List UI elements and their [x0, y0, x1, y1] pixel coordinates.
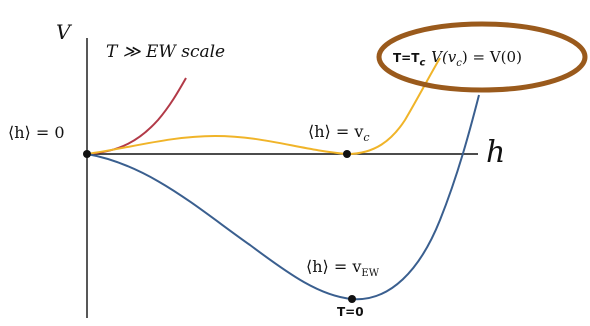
degeneracy-condition: V(vc) = V(0): [431, 48, 522, 69]
v-axis-label: V: [56, 20, 71, 44]
high-temp-label: T ≫ EW scale: [106, 42, 226, 62]
highlight-ellipse: [376, 21, 588, 93]
critical-minimum-dot: [343, 150, 351, 158]
zero-temp-curve: [86, 94, 480, 301]
critical-vev-label: ⟨h⟩ = vc: [308, 122, 370, 145]
ew-vev-label: ⟨h⟩ = vEW: [306, 257, 379, 280]
ew-minimum-dot: [348, 295, 356, 303]
origin-minimum-dot: [83, 150, 91, 158]
critical-temp-curve: [86, 57, 441, 156]
high-temp-curve: [86, 77, 187, 155]
origin-vev-label: ⟨h⟩ = 0: [8, 123, 65, 142]
h-axis-label: h: [486, 135, 506, 170]
degeneracy-label-group: T=Tc V(vc) = V(0): [393, 48, 522, 69]
zero-temp-label: T=0: [337, 305, 364, 319]
critical-temp-label: T=Tc: [393, 51, 426, 69]
